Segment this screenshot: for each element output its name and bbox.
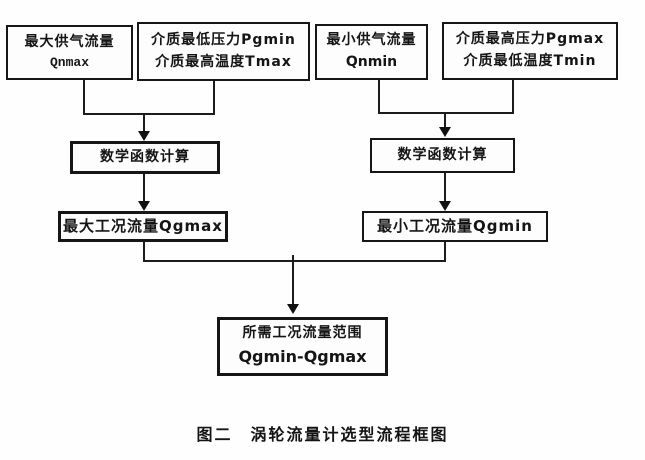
node-label-line2: 介质最低温度Tmin bbox=[463, 53, 597, 69]
connector-right-input1-drop bbox=[378, 80, 380, 112]
node-min-supply-flow: 最小供气流量 Qnmin bbox=[315, 24, 428, 80]
connector-left-input1-drop bbox=[83, 80, 85, 113]
connector-right-process-stem bbox=[444, 173, 446, 202]
node-label-line1: 介质最低压力Pgmin bbox=[151, 31, 296, 48]
node-symbol: Qnmax bbox=[49, 55, 89, 71]
connector-left-input2-drop bbox=[213, 81, 215, 113]
arrow-down-icon bbox=[138, 131, 150, 141]
node-required-flow-range: 所需工况流量范围 Qgmin-Qgmax bbox=[217, 317, 388, 376]
arrow-down-icon bbox=[287, 304, 299, 314]
node-min-operating-flow: 最小工况流量Qgmin bbox=[362, 211, 548, 242]
arrow-down-icon bbox=[439, 201, 451, 211]
connector-right-merge-bar bbox=[378, 112, 514, 114]
connector-left-merge-bar bbox=[83, 113, 215, 115]
node-max-supply-flow: 最大供气流量 Qnmax bbox=[6, 25, 133, 80]
node-label: 数学函数计算 bbox=[100, 148, 190, 165]
connector-left-merge-stem bbox=[143, 113, 145, 132]
node-label-line1: 介质最高压力Pgmax bbox=[455, 31, 605, 48]
node-range: Qgmin-Qgmax bbox=[238, 346, 367, 366]
connector-result-stem bbox=[292, 255, 294, 305]
node-symbol: Qnmin bbox=[345, 54, 398, 70]
node-label-line2: 介质最高温度Tmax bbox=[155, 53, 292, 70]
figure-caption: 图二 涡轮流量计选型流程框图 bbox=[196, 425, 449, 444]
connector-left-process-stem bbox=[143, 174, 145, 202]
node-label: 最小工况流量Qgmin bbox=[377, 216, 533, 235]
connector-right-merge-stem bbox=[444, 112, 446, 128]
node-label: 所需工况流量范围 bbox=[242, 325, 363, 342]
node-max-operating-flow: 最大工况流量Qgmax bbox=[58, 211, 228, 242]
node-math-function-calc-right: 数学函数计算 bbox=[370, 138, 515, 173]
arrow-down-icon bbox=[439, 127, 451, 137]
node-label: 数学函数计算 bbox=[397, 146, 488, 163]
node-min-pressure-max-temp: 介质最低压力Pgmin 介质最高温度Tmax bbox=[137, 22, 310, 81]
node-label: 最大工况流量Qgmax bbox=[63, 216, 223, 235]
node-max-pressure-min-temp: 介质最高压力Pgmax 介质最低温度Tmin bbox=[442, 22, 618, 80]
arrow-down-icon bbox=[138, 201, 150, 211]
connector-right-input2-drop bbox=[512, 80, 514, 112]
connector-bottom-merge-bar bbox=[143, 260, 446, 262]
connector-qgmin-drop bbox=[444, 242, 446, 260]
connector-qgmax-drop bbox=[143, 242, 145, 260]
node-label: 最大供气流量 bbox=[24, 33, 115, 50]
node-math-function-calc-left: 数学函数计算 bbox=[70, 141, 220, 174]
node-label: 最小供气流量 bbox=[326, 32, 417, 49]
